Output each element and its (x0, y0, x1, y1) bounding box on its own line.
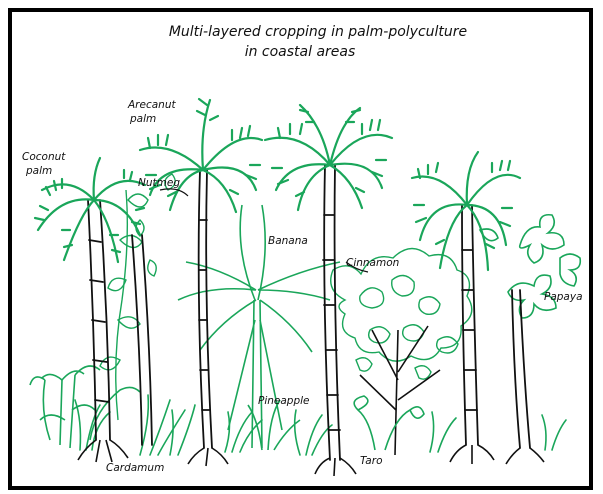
arecanut-palm-crown (140, 99, 262, 212)
nutmeg-plant (100, 174, 175, 420)
ground-cover (75, 395, 566, 455)
label-arecanut-palm-2: palm (129, 113, 156, 125)
label-papaya: Papaya (544, 291, 583, 303)
diagram-title-line1: Multi-layered cropping in palm-polycultu… (169, 24, 467, 40)
label-arecanut-palm-1: Arecanut (127, 99, 176, 111)
label-cinnamon: Cinnamon (346, 257, 399, 269)
label-cardamum: Cardamum (106, 462, 164, 474)
label-taro: Taro (360, 455, 383, 467)
label-coconut-palm-1: Coconut (22, 151, 66, 163)
right-coconut-palm-crown (412, 152, 520, 270)
label-banana: Banana (268, 235, 308, 247)
label-nutmeg: Nutmeg (138, 177, 180, 189)
cardamum-plant (30, 366, 140, 448)
center-palm-crown (265, 105, 392, 210)
label-coconut-palm-2: palm (25, 165, 52, 177)
label-pineapple: Pineapple (258, 395, 310, 407)
diagram-title-line2: in coastal areas (245, 44, 356, 60)
